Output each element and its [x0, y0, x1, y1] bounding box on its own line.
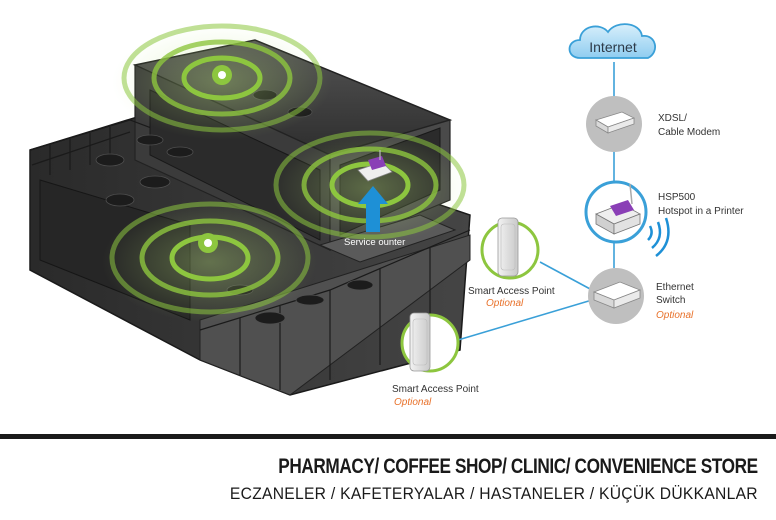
internet-label: Internet	[589, 39, 637, 55]
service-counter-arrow-icon	[358, 186, 388, 232]
modem-label-line1: XDSL/	[658, 113, 687, 124]
wifi-zone-lower	[102, 201, 318, 322]
counter-printer-icon	[357, 150, 393, 182]
wireless-signal-icon	[647, 217, 670, 257]
access-point-node-1	[480, 217, 540, 280]
ap1-optional-note: Optional	[486, 298, 524, 309]
footer-subtitle: ECZANELER / KAFETERYALAR / HASTANELER / …	[230, 484, 758, 503]
switch-label-line2: Switch	[656, 295, 685, 306]
switch-icon	[592, 281, 642, 309]
wifi-zone-upper	[112, 23, 332, 140]
ap2-label: Smart Access Point	[392, 384, 479, 395]
modem-label-line2: Cable Modem	[658, 127, 720, 138]
network-links	[457, 62, 615, 341]
ap2-optional-note: Optional	[394, 397, 432, 408]
printer-label-line1: HSP500	[658, 192, 696, 203]
footer-title: PHARMACY/ COFFEE SHOP/ CLINIC/ CONVENIEN…	[278, 455, 759, 478]
modem-node	[586, 96, 642, 152]
access-point-icon	[497, 217, 519, 277]
switch-node	[588, 268, 644, 324]
switch-optional-note: Optional	[656, 310, 694, 321]
printer-label-line2: Hotspot in a Printer	[658, 206, 744, 217]
access-point-icon	[409, 312, 431, 372]
modem-icon	[595, 111, 636, 134]
internet-cloud-icon	[568, 23, 656, 59]
printer-icon	[595, 183, 641, 235]
switch-label-line1: Ethernet	[656, 282, 694, 293]
ap1-label: Smart Access Point	[468, 286, 555, 297]
service-counter-label: Service ounter	[344, 237, 405, 248]
footer-divider	[0, 434, 776, 439]
access-point-node-2	[400, 312, 460, 373]
printer-node	[584, 180, 670, 257]
